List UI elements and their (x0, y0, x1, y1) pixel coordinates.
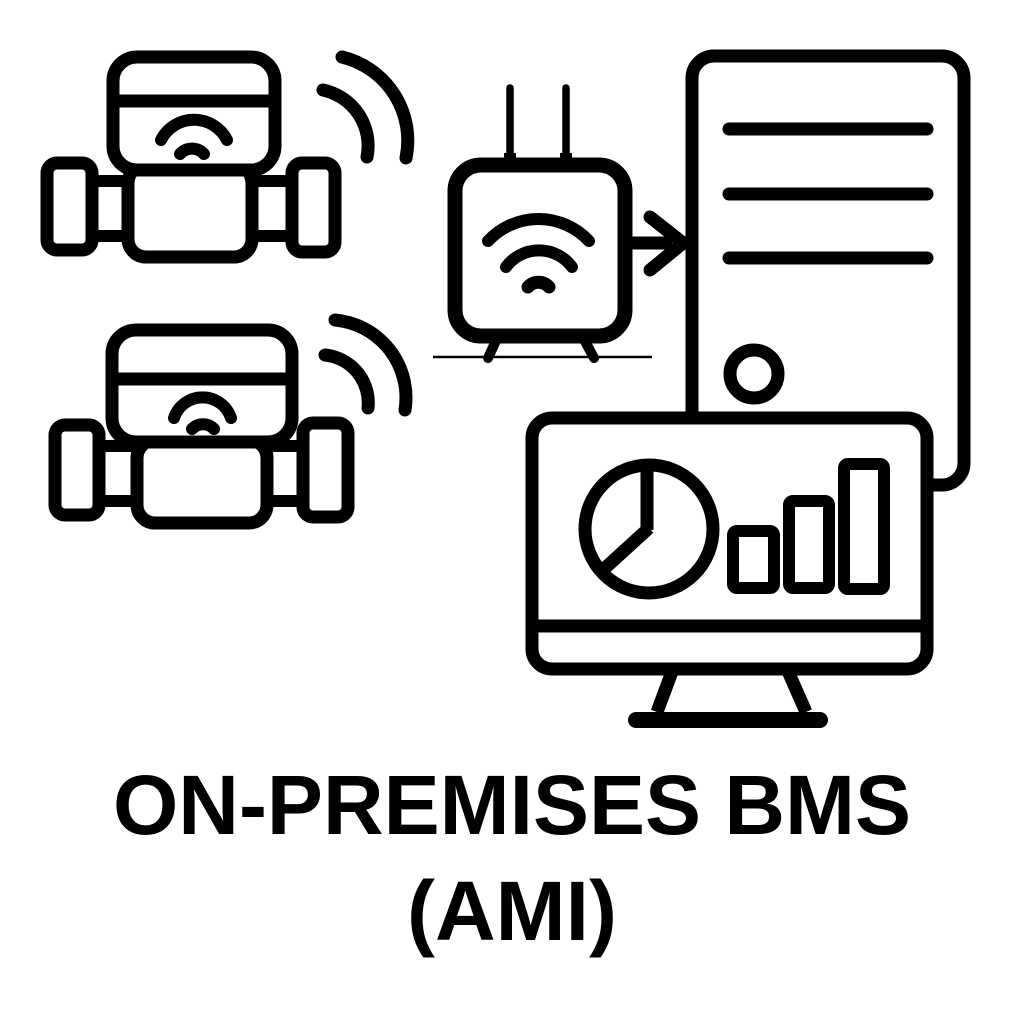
wifi-arc-icon (186, 418, 220, 435)
meter-flange-left (48, 418, 106, 522)
wifi-dot-icon (521, 275, 556, 294)
meter-head (105, 323, 299, 449)
bar-medium (783, 495, 835, 594)
server-tower-icon (685, 49, 971, 492)
meter-body (130, 433, 274, 530)
meter-head (106, 50, 282, 177)
wifi-arc-icon (500, 244, 578, 273)
pie-chart-icon (578, 458, 720, 600)
wifi-arc-icon (155, 113, 233, 146)
meter-flange-right (296, 416, 355, 524)
wifi-arc-icon (168, 391, 237, 424)
caption-line-2: (AMI) (407, 864, 617, 958)
caption-line-1: ON-PREMISES BMS (112, 758, 912, 852)
wifi-arc-icon (174, 142, 210, 160)
wifi-signal-waves-icon-1 (316, 50, 415, 165)
bar-chart-icon (727, 458, 890, 595)
signal-wave-inner (316, 83, 375, 164)
meter-flange-right (285, 156, 342, 259)
wifi-arc-icon (482, 213, 595, 247)
wifi-signal-waves-icon-2 (318, 313, 413, 417)
right-arrow-icon (623, 210, 690, 277)
signal-wave-outer (335, 50, 415, 165)
caption: ON-PREMISES BMS (AMI) (0, 752, 1024, 964)
bar-tall (838, 458, 890, 595)
meter-body (121, 158, 259, 264)
signal-wave-outer (328, 313, 413, 417)
monitor-stand-leg-right (781, 666, 812, 715)
smart-water-meter-icon-1 (40, 50, 342, 264)
monitor-stand-leg-left (650, 666, 680, 715)
pie-radius-diagonal (599, 523, 654, 574)
smart-water-meter-icon-2 (48, 323, 355, 530)
arrow-head (643, 210, 690, 277)
wifi-gateway-icon (433, 84, 652, 363)
meter-flange-left (40, 156, 99, 257)
signal-wave-inner (318, 348, 375, 415)
server-power-button (723, 343, 785, 405)
dashboard-monitor-icon (525, 411, 934, 728)
bar-small (727, 525, 780, 594)
